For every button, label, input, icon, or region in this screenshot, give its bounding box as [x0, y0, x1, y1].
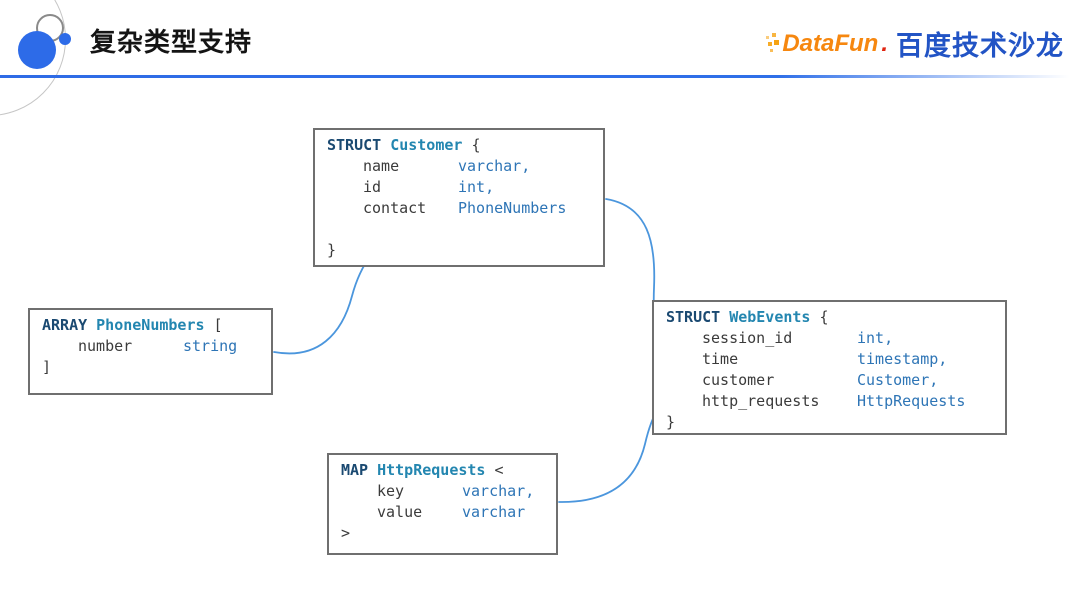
field-row: number string — [42, 336, 261, 357]
datafun-logo-text: DataFun — [782, 29, 879, 57]
field-name: value — [377, 503, 423, 521]
datafun-logo-period: . — [881, 29, 888, 57]
datafun-dots-icon — [766, 32, 780, 55]
array-phonenumbers-box: ARRAY PhoneNumbers [ number string ] — [28, 308, 273, 395]
field-type: int, — [857, 329, 894, 347]
header-accent-line — [0, 75, 1080, 78]
datafun-logo: DataFun . — [766, 30, 888, 58]
field-row: session_id int, — [666, 328, 995, 349]
field-name: number — [78, 337, 133, 355]
decor-blue-circle — [18, 31, 56, 69]
field-type: HttpRequests — [857, 392, 966, 410]
field-name: name — [363, 157, 400, 175]
field-name: http_requests — [702, 392, 820, 410]
field-row: id int, — [327, 177, 593, 198]
field-row: value varchar — [341, 502, 546, 523]
field-type: timestamp, — [857, 350, 948, 368]
field-type: PhoneNumbers — [458, 199, 567, 217]
struct-webevents-header: STRUCT WebEvents { — [666, 307, 995, 328]
field-row: time timestamp, — [666, 349, 995, 370]
field-type: int, — [458, 178, 495, 196]
close-bracket: } — [327, 241, 337, 259]
close-bracket: > — [341, 524, 351, 542]
type-name: WebEvents — [729, 308, 811, 326]
array-phonenumbers-header: ARRAY PhoneNumbers [ — [42, 315, 261, 336]
open-bracket: { — [819, 308, 829, 326]
close-bracket: } — [666, 413, 676, 431]
map-httprequests-box: MAP HttpRequests < key varchar, value varcha… — [327, 453, 558, 555]
close-bracket-row: ] — [42, 357, 261, 378]
field-name: contact — [363, 199, 427, 217]
open-bracket: { — [471, 136, 481, 154]
decor-blue-dot — [59, 33, 71, 45]
keyword: ARRAY — [42, 316, 88, 334]
type-name: HttpRequests — [377, 461, 486, 479]
field-type: Customer, — [857, 371, 939, 389]
field-type: varchar — [462, 503, 526, 521]
keyword: STRUCT — [327, 136, 382, 154]
field-name: time — [702, 350, 739, 368]
open-bracket: [ — [213, 316, 223, 334]
field-name: session_id — [702, 329, 793, 347]
field-name: key — [377, 482, 405, 500]
keyword: STRUCT — [666, 308, 721, 326]
field-type: varchar, — [458, 157, 531, 175]
struct-customer-header: STRUCT Customer { — [327, 135, 593, 156]
keyword: MAP — [341, 461, 369, 479]
close-bracket-row: > — [341, 523, 546, 544]
type-name: PhoneNumbers — [96, 316, 205, 334]
close-bracket-row: } — [666, 412, 995, 433]
close-bracket: ] — [42, 358, 52, 376]
field-row: customer Customer, — [666, 370, 995, 391]
field-row: http_requests HttpRequests — [666, 391, 995, 412]
close-bracket-row: } — [327, 240, 593, 261]
field-type: string — [183, 337, 238, 355]
header-logos: DataFun . 百度技术沙龙 — [766, 24, 1064, 63]
open-bracket: < — [494, 461, 504, 479]
map-httprequests-header: MAP HttpRequests < — [341, 460, 546, 481]
page-title: 复杂类型支持 — [90, 27, 253, 57]
field-name: id — [363, 178, 382, 196]
struct-customer-box: STRUCT Customer { name varchar, id int, cont… — [313, 128, 605, 267]
field-row: contact PhoneNumbers — [327, 198, 593, 219]
baidu-tech-salon-logo: 百度技术沙龙 — [896, 31, 1064, 61]
field-type: varchar, — [462, 482, 535, 500]
type-name: Customer — [390, 136, 463, 154]
field-name: customer — [702, 371, 775, 389]
blank-line — [327, 219, 593, 240]
field-row: key varchar, — [341, 481, 546, 502]
field-row: name varchar, — [327, 156, 593, 177]
